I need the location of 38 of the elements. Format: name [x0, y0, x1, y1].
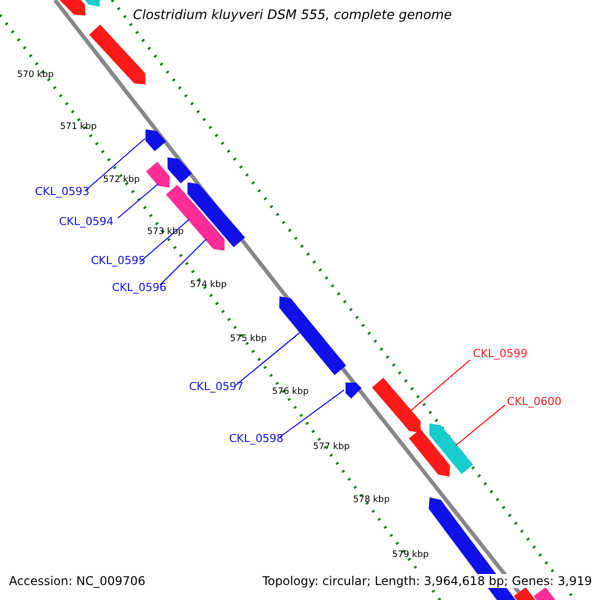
- gene-bar: [89, 24, 146, 85]
- gene-label: CKL_0598: [229, 432, 284, 445]
- gene-bar: [166, 184, 225, 251]
- gene-label: CKL_0600: [507, 395, 562, 408]
- gene-label: CKL_0596: [112, 281, 167, 294]
- tick-label: 576 kbp: [272, 387, 309, 397]
- tick-label: 570 kbp: [17, 70, 54, 80]
- leader-line: [280, 389, 345, 438]
- gene-bar: [168, 157, 192, 184]
- gene-label: CKL_0599: [473, 347, 528, 360]
- gene-bar: [429, 423, 474, 474]
- leader-line: [236, 331, 302, 386]
- tick-label: 571 kbp: [60, 122, 97, 132]
- gene-label: CKL_0595: [91, 254, 146, 267]
- tick-label: 575 kbp: [230, 334, 267, 344]
- leader-line: [160, 238, 207, 286]
- title: Clostridium kluyveri DSM 555, complete genome: [133, 8, 452, 23]
- accession-text: Accession: NC_009706: [9, 574, 146, 588]
- gene-bar: [408, 428, 450, 477]
- gene-bar: [372, 378, 421, 433]
- tick-label: 577 kbp: [313, 442, 350, 452]
- gene-bar: [187, 182, 245, 248]
- tick-label: 572 kbp: [103, 175, 140, 185]
- gene-label: CKL_0594: [59, 215, 114, 228]
- leader-line: [410, 360, 470, 412]
- leader-line: [140, 218, 190, 262]
- leader-line: [84, 138, 146, 192]
- gene-bar: [279, 296, 346, 376]
- leader-line: [455, 404, 506, 446]
- gene-bar: [146, 162, 170, 188]
- leader-line: [118, 183, 159, 218]
- summary-text: Topology: circular; Length: 3,964,618 bp; Genes: 3,919: [262, 574, 592, 588]
- gene-bar: [346, 382, 362, 399]
- tick-label: 578 kbp: [353, 495, 390, 505]
- tick-label: 574 kbp: [190, 280, 227, 290]
- gene-label: CKL_0593: [35, 185, 90, 198]
- gene-label: CKL_0597: [189, 380, 244, 393]
- gene-bar: [146, 129, 166, 152]
